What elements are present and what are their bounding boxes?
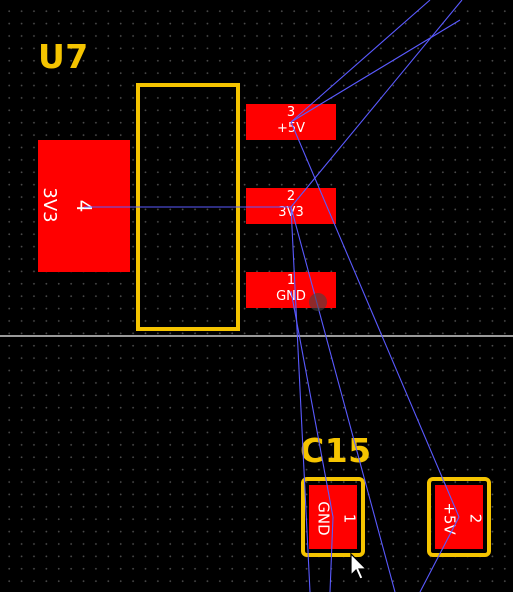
board-edge-line xyxy=(0,335,513,337)
ratsnest-line-3v3-south xyxy=(290,206,311,592)
c15-pad-1-outline xyxy=(301,477,365,557)
u7-pad-3-net: +5V xyxy=(276,121,306,136)
ratsnest-line-5v-northeast xyxy=(290,19,461,123)
u7-pad-2-number: 2 xyxy=(286,189,296,204)
ratsnest-line-5v-south xyxy=(419,516,460,592)
ratsnest-line-5v-north xyxy=(290,0,431,123)
u7-pad-3-number: 3 xyxy=(286,105,296,120)
ratsnest-line-gnd-south xyxy=(329,516,334,592)
arrow-pointer-icon xyxy=(350,553,368,580)
u7-reference-label[interactable]: U7 xyxy=(38,37,89,76)
ratsnest-line-5v-to-c15 xyxy=(290,121,460,518)
ratsnest-line-3v3-north xyxy=(290,0,463,208)
via-marker xyxy=(309,293,327,311)
u7-pad-1-number: 1 xyxy=(286,273,296,288)
ratsnest-line-gnd-to-c15 xyxy=(290,290,334,518)
u7-pad-1-net: GND xyxy=(276,289,306,304)
u7-pad-4[interactable]: 4 3V3 xyxy=(38,140,130,272)
c15-pad-2-outline xyxy=(427,477,491,557)
ratsnest-line-3v3-southeast xyxy=(290,206,396,592)
